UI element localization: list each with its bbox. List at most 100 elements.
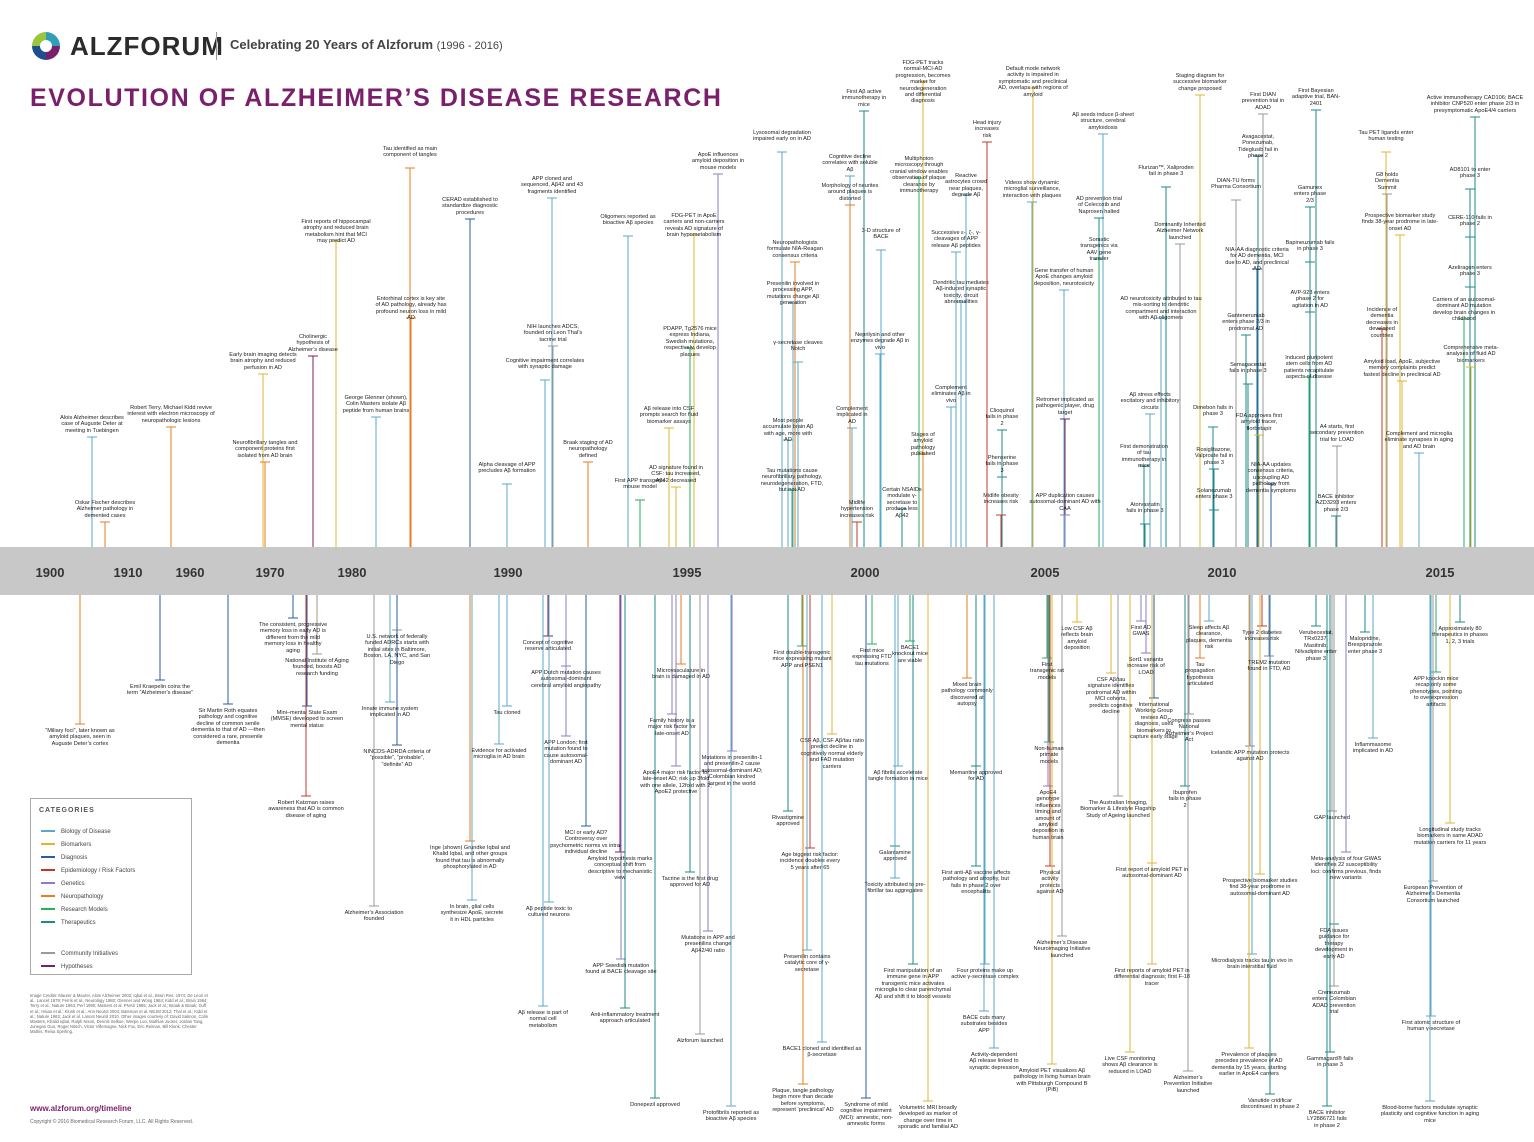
timeline-event: Mutations in APP and presenilins change … — [681, 935, 735, 954]
timeline-event: Alpha cleavage of APP precludes Aβ forma… — [478, 462, 536, 475]
legend-item: Biology of Disease — [41, 829, 111, 835]
timeline-event: Amyloid load, ApoE, subjective memory co… — [1363, 359, 1441, 378]
timeline-url-link[interactable]: www.alzforum.org/timeline — [30, 1104, 132, 1113]
timeline-event: APP duplication causes autosomal-dominan… — [1029, 493, 1101, 512]
timeline-event: Complement and microglia eliminate synap… — [1384, 431, 1454, 450]
legend-item: Therapeutics — [41, 920, 96, 926]
timeline-event: Presenilin contains catalytic core of γ-… — [783, 954, 831, 973]
timeline-event: Neprilysin and other enzymes degrade Aβ … — [850, 332, 910, 351]
timeline-event: NIH launches ADCS, founded on Leon Thal’… — [523, 324, 583, 343]
timeline-event: Semagacestat fails in phase 3 — [1229, 362, 1267, 375]
timeline-event: ApoE influences amyloid deposition in mo… — [691, 152, 745, 171]
timeline-event: APP London; first mutation found to caus… — [543, 740, 589, 766]
timeline-event: Tacrine is the first drug approved for A… — [661, 876, 719, 889]
timeline-event: Neurofibrillary tangles and component pr… — [232, 440, 298, 459]
legend-item: Hypotheses — [41, 964, 93, 970]
timeline-event: Oskar Fischer describes Alzheimer pathol… — [74, 500, 136, 519]
timeline-event: Congress passes National Alzheimer’s Pro… — [1165, 718, 1213, 744]
timeline-event: Somatic transgenics via AAV gene transfe… — [1080, 237, 1118, 263]
copyright: Copyright © 2016 Biomedical Research For… — [30, 1119, 194, 1125]
timeline-event: Reactive astrocytes crowd near plaques, … — [945, 173, 987, 199]
timeline-event: Braak staging of AD neuropathology defin… — [563, 440, 613, 459]
timeline-event: FDG-PET in ApoE carriers and non-carrier… — [663, 213, 725, 239]
timeline-event: CERE-110 fails in phase 2 — [1448, 215, 1492, 228]
timeline-event: Bapineuzumab fails in phase 3 — [1285, 240, 1335, 253]
timeline-event: Carriers of an autosomal-dominant AD mut… — [1432, 297, 1496, 323]
timeline-event: Alzforum launched — [676, 1038, 724, 1044]
timeline-event: First reports of amyloid PET in differen… — [1113, 968, 1191, 987]
timeline-event: Mutations in presenilin-1 and presenilin… — [701, 755, 763, 787]
legend-swatch — [41, 882, 55, 885]
timeline-event: Tau identified as main component of tang… — [382, 146, 438, 159]
legend-label: Epidemiology / Risk Factors — [61, 868, 136, 874]
timeline-event: Aβ fibrils accelerate tangle formation i… — [868, 770, 928, 783]
timeline-event: Inge (shown) Grundke Iqbal and Khalid Iq… — [430, 845, 510, 871]
year-label-1960: 1960 — [175, 565, 205, 580]
year-label-1980: 1980 — [337, 565, 367, 580]
timeline-event: First Bayesian adaptive trial, BAN-2401 — [1291, 88, 1341, 107]
timeline-event: Default mode network activity is impaire… — [998, 66, 1068, 98]
timeline-event: AD8101 to enter phase 3 — [1449, 167, 1491, 180]
legend-label: Community Initiatives — [61, 951, 119, 957]
timeline-event: Meta-analysis of four GWAS identifies 22… — [1310, 856, 1382, 882]
timeline-event: The Australian Imaging, Biomarker & Life… — [1080, 800, 1156, 819]
timeline-event: Alois Alzheimer describes case of August… — [60, 415, 124, 434]
year-label-1990: 1990 — [493, 565, 523, 580]
timeline-event: γ-secretase cleaves Notch — [773, 340, 823, 353]
timeline-event: Innate immune system implicated in AD — [361, 706, 419, 719]
timeline-event: Inflammasome implicated in AD — [1352, 742, 1394, 755]
year-label-1970: 1970 — [255, 565, 285, 580]
timeline-event: Volumetric MRI broadly developed as mark… — [897, 1105, 958, 1131]
legend-item: Community Initiatives — [41, 951, 118, 957]
timeline-event: European Prevention of Alzheimer’s Demen… — [1403, 885, 1463, 904]
timeline-event: AD signature found in CSF: tau increased… — [649, 465, 703, 484]
legend-item: Epidemiology / Risk Factors — [41, 868, 135, 874]
legend-label: Biology of Disease — [61, 829, 111, 835]
timeline-event: Aβ peptide toxic to cultured neurons — [525, 906, 573, 919]
timeline-band — [0, 547, 1534, 595]
timeline-event: Type 2 diabetes increases risk — [1242, 630, 1282, 643]
timeline-event: Dominantly Inherited Alzheimer Network l… — [1154, 222, 1206, 241]
timeline-event: Tau propagation hypothesis articulated — [1185, 662, 1215, 688]
timeline-event: Lysosomal degradation impaired early on … — [753, 130, 811, 143]
legend-label: Research Models — [61, 907, 108, 913]
timeline-event: ApoE4 genotype influences timing and amo… — [1032, 790, 1064, 841]
timeline-event: In brain, glial cells synthesize ApoE, s… — [440, 904, 504, 923]
timeline-event: Toxicity attributed to pre-fibrillar tau… — [864, 882, 926, 895]
timeline-event: Aβ release into CSF prompts search for f… — [639, 406, 699, 425]
legend-swatch — [41, 856, 55, 859]
timeline-event: Robert Katzman raises awareness that AD … — [268, 800, 344, 819]
timeline-event: NIA-AA updates consensus criteria, uncou… — [1245, 462, 1297, 494]
timeline-event: First Aβ active immunotherapy in mice — [841, 89, 887, 108]
timeline-event: Gantenerumab enters phase 2/3 in prodrom… — [1222, 313, 1270, 332]
timeline-event: Azeliragon enters phase 3 — [1448, 265, 1492, 278]
year-label-1910: 1910 — [113, 565, 143, 580]
legend-swatch — [41, 869, 55, 872]
timeline-event: Staging diagram for successive biomarker… — [1173, 73, 1227, 92]
timeline-event: Multiphoton microscopy through cranial w… — [890, 156, 948, 195]
timeline-event: Gene transfer of human ApoE changes amyl… — [1033, 268, 1094, 287]
timeline-event: Activity-dependent Aβ release linked to … — [969, 1052, 1019, 1071]
timeline-event: BACE inhibitor LY2886721 fails in phase … — [1307, 1110, 1347, 1129]
timeline-event: BACE1 knockout mice are viable — [892, 645, 928, 664]
timeline-event: Vanutide cridificar discontinued in phas… — [1240, 1098, 1300, 1111]
timeline-event: Cognitive decline correlates with solubl… — [822, 154, 878, 173]
timeline-event: G8 holds Dementia Summit — [1375, 172, 1399, 191]
timeline-event: Aβ seeds induce β-sheet structure, cereb… — [1072, 112, 1134, 131]
timeline-event: Active immunotherapy CAD106; BACE inhibi… — [1426, 95, 1524, 114]
timeline-event: The consistent, progressive memory loss … — [258, 622, 328, 654]
timeline-event: APP Dutch mutation causes autosomal-domi… — [531, 670, 601, 689]
legend-title: CATEGORIES — [39, 807, 95, 814]
timeline-event: Aβ stress effects excitatory and inhibit… — [1120, 392, 1180, 411]
timeline-event: Anti-inflammatory treatment approach art… — [590, 1012, 660, 1025]
timeline-event: PDAPP, Tg2576 mice express Indiana, Swed… — [663, 326, 717, 358]
timeline-event: 3-D structure of BACE — [861, 228, 901, 241]
timeline-event: Tau mutations cause neurofibrillary path… — [760, 468, 824, 494]
brand-name[interactable]: ALZFORUM — [70, 31, 224, 61]
timeline-event: Prevalence of plaques precedes prevalenc… — [1211, 1052, 1287, 1078]
alzforum-logo-icon[interactable] — [30, 30, 62, 62]
year-label-1900: 1900 — [35, 565, 65, 580]
legend-item: Neuropathology — [41, 894, 103, 900]
timeline-event: Presenilin involved in processing APP, m… — [766, 281, 820, 307]
year-label-2015: 2015 — [1425, 565, 1455, 580]
